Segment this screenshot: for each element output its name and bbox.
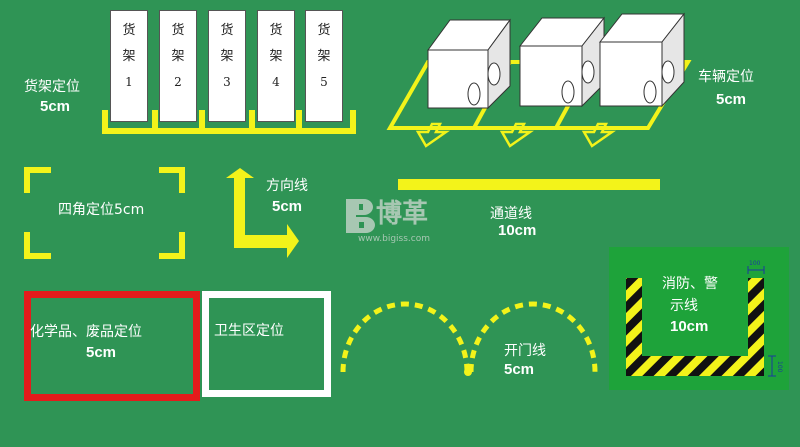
direction-line-size: 5cm [272,198,303,215]
truck-1 [427,18,511,110]
direction-line-label: 方向线 [266,178,308,194]
shelf-number: 1 [125,75,133,89]
passage-line [398,179,660,190]
shelf-char: 架 [220,49,234,64]
truck-2 [518,16,606,108]
shelf-char: 架 [317,49,331,64]
sanitation-positioning-frame [202,291,331,397]
fire-warning-label-1: 消防、警 [662,276,718,292]
fire-warning-size: 10cm [670,318,709,335]
shelf-char: 货 [269,23,283,38]
door-line-size: 5cm [504,361,535,378]
shelf-char: 架 [269,49,283,64]
passage-line-size: 10cm [498,222,537,239]
corner-positioning-label: 四角定位5cm [58,202,145,218]
shelf-char: 货 [171,23,185,38]
shelf-5: 货 架 5 [305,10,343,122]
hazardous-positioning-size: 5cm [86,344,117,361]
shelf-number: 3 [223,75,231,89]
hazardous-positioning-frame [24,291,200,401]
vehicle-positioning-size: 5cm [716,91,747,108]
vehicle-positioning-label: 车辆定位 [698,69,754,85]
shelf-char: 货 [122,23,136,38]
passage-line-label: 通道线 [490,206,532,222]
watermark-brand: 博革 [376,199,429,229]
fire-warning-label-2: 示线 [670,298,698,314]
shelf-positioning-label: 货架定位 [24,79,80,95]
sanitation-positioning-label: 卫生区定位 [214,323,284,339]
shelf-4: 货 架 4 [257,10,295,122]
shelf-2: 货 架 2 [159,10,197,122]
fire-warning-dim-side: 100 [776,361,783,373]
shelf-char: 货 [220,23,234,38]
fire-warning-dim-top: 100 [749,260,761,267]
shelf-3: 货 架 3 [208,10,246,122]
shelf-char: 架 [171,49,185,64]
shelf-positioning-size: 5cm [40,98,71,115]
watermark-url: www.bigiss.com [358,234,431,244]
door-line-label: 开门线 [504,343,546,359]
shelf-number: 5 [320,75,328,89]
shelf-char: 货 [317,23,331,38]
hazardous-positioning-label: 化学品、废品定位 [30,324,142,340]
shelf-number: 4 [272,75,280,89]
shelf-number: 2 [174,75,182,89]
shelf-1: 货 架 1 [110,10,148,122]
truck-3 [598,12,686,108]
shelf-char: 架 [122,49,136,64]
